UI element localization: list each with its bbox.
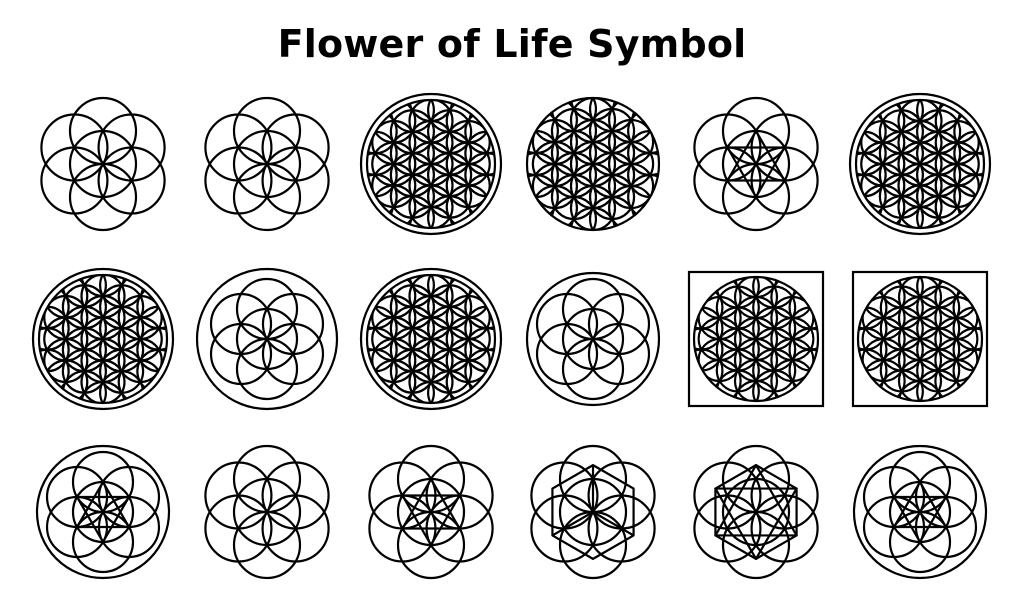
- flower-lattice: [367, 100, 495, 228]
- petal-circle: [261, 113, 330, 182]
- flower-symbol: [693, 96, 819, 232]
- outer-frame-circle: [195, 267, 339, 411]
- outer-frame-circle: [848, 92, 992, 236]
- star-triangle-down: [401, 494, 461, 547]
- flower-lattice: [39, 275, 167, 403]
- flower-symbol: [368, 444, 494, 580]
- flower-symbol: [195, 267, 339, 411]
- inner-frame-circle: [37, 273, 169, 405]
- petal-circle: [261, 322, 325, 386]
- flower-symbol: [31, 267, 175, 411]
- inner-frame-circle: [856, 275, 984, 403]
- flower-lattice: [858, 277, 982, 401]
- star-triangle-up: [726, 129, 786, 182]
- outer-frame-circle: [35, 444, 171, 580]
- flower-symbol: [848, 92, 992, 236]
- flower-symbol: [693, 444, 819, 580]
- flower-symbol: [204, 444, 330, 580]
- petal-circle: [750, 494, 819, 563]
- inner-frame-circle: [525, 96, 661, 232]
- inner-frame-circle: [365, 273, 497, 405]
- flower-symbol: [359, 92, 503, 236]
- page-title: Flower of Life Symbol: [277, 22, 747, 66]
- petal-circle: [587, 494, 656, 563]
- flower-symbol: [40, 96, 166, 232]
- cube-edge: [551, 511, 594, 537]
- inner-frame-circle: [365, 98, 497, 230]
- outer-frame-circle: [359, 92, 503, 236]
- star-triangle-up: [401, 477, 461, 530]
- square-frame: [687, 270, 825, 408]
- outer-frame-circle: [31, 267, 175, 411]
- square-frame: [851, 270, 989, 408]
- flower-symbol: [359, 267, 503, 411]
- flower-symbol: [530, 444, 656, 580]
- petal-circle: [587, 322, 651, 386]
- flower-symbol: [525, 271, 661, 407]
- star-triangle: [714, 464, 798, 537]
- petal-circle: [261, 494, 330, 563]
- flower-symbol: [35, 444, 171, 580]
- flower-symbol: [204, 96, 330, 232]
- petal-circle: [750, 461, 819, 530]
- petal-circle: [97, 146, 166, 215]
- flower-lattice: [694, 277, 818, 401]
- star-triangle-up: [75, 480, 131, 529]
- flower-lattice: [527, 98, 659, 230]
- inner-frame-circle: [854, 98, 986, 230]
- cube-edge: [592, 511, 635, 537]
- petal-circle: [261, 146, 330, 215]
- star-triangle-up: [892, 480, 948, 529]
- star-triangle-down: [726, 146, 786, 199]
- flower-symbol: [852, 444, 988, 580]
- star-triangle-down: [892, 495, 948, 544]
- outer-frame-circle: [852, 444, 988, 580]
- flower-symbol: [525, 96, 661, 232]
- inner-frame-circle: [692, 275, 820, 403]
- petal-circle: [261, 292, 325, 356]
- petal-circle: [261, 461, 330, 530]
- petal-circle: [587, 292, 651, 356]
- cube-hexagon: [551, 464, 635, 560]
- petal-circle: [97, 113, 166, 182]
- flower-symbol: [851, 270, 989, 408]
- inner-triangle: [714, 487, 798, 560]
- flower-lattice: [856, 100, 984, 228]
- outer-frame-circle: [525, 271, 661, 407]
- outer-frame-circle: [359, 267, 503, 411]
- flower-symbol: [687, 270, 825, 408]
- flower-lattice: [367, 275, 495, 403]
- star-triangle-down: [75, 495, 131, 544]
